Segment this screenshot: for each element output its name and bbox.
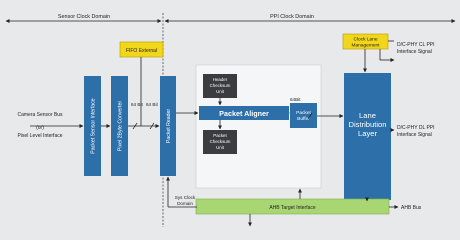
fifo-external-block: FIFO External [119, 41, 164, 58]
fifo-external-label: FIFO External [126, 48, 157, 54]
bit64-label-a: 64 Bit [131, 102, 143, 107]
packet-checksum-line1: Packet [213, 133, 227, 138]
header-checksum-line3: Unit [216, 89, 225, 94]
sys-clock-line1: Sys Clock [175, 195, 196, 200]
lane-distribution-line3: Layer [358, 129, 377, 138]
ahb-target-interface-label: AHB Target Interface [269, 205, 316, 211]
cl-ppi-line2: Interface Signal [397, 49, 432, 55]
clock-lane-label-line2: Management [352, 43, 381, 49]
packet-sensor-interface-block: Packet Sensor Interface [84, 76, 101, 176]
bit64-label-b: 64 Bit [146, 102, 158, 107]
ppi-domain-label: PPI Clock Domain [270, 14, 314, 20]
pixel-2byte-converter-block: Pixel 2Byte Converter [111, 76, 128, 176]
ahb-bus-label: AHB Bus [401, 205, 422, 211]
bus-width-marks [132, 112, 313, 130]
camera-bus-line1: Camera Sensor Bus [17, 112, 63, 118]
pixel-2byte-converter-label: Pixel 2Byte Converter [118, 101, 124, 151]
packet-buffer-line1: Packet [296, 110, 311, 116]
sensor-domain-label: Sensor Clock Domain [58, 14, 110, 20]
block-diagram: Sensor Clock Domain PPI Clock Domain FIF… [5, 13, 456, 227]
connectors [30, 40, 399, 227]
packet-checksum-line3: Unit [216, 145, 225, 150]
header-checksum-line1: Header [213, 77, 228, 82]
clock-lane-label-line1: Clock Lane [354, 37, 378, 43]
clock-lane-management-block: Clock Lane Management [342, 33, 389, 50]
packet-checksum-line2: Checksum [210, 139, 231, 144]
header-checksum-line2: Checksum [210, 83, 231, 88]
packet-reader-block: Packet Reader [160, 76, 176, 176]
packet-aligner-label: Packet Aligner [219, 109, 269, 118]
packet-checksum-unit-block: Packet Checksum Unit [203, 130, 237, 154]
sys-clock-line2: Domain [177, 201, 193, 206]
header-checksum-unit-block: Header Checksum Unit [203, 74, 237, 98]
packet-buffer-block: Packet Buffer [290, 103, 317, 128]
packet-sensor-interface-label: Packet Sensor Interface [91, 98, 97, 153]
ahb-target-interface-block: AHB Target Interface [195, 198, 390, 215]
packet-aligner-block: Packet Aligner [199, 106, 289, 120]
dl-ppi-line2: Interface Signal [397, 132, 432, 138]
lane-distribution-line2: Distribution [349, 120, 387, 129]
lane-distribution-layer-block: Lane Distribution Layer [344, 73, 391, 200]
cl-ppi-line1: D/C-PHY CL PPI [397, 42, 435, 48]
camera-bus-line3: Pixel Level Interface [17, 133, 62, 139]
packet-reader-label: Packet Reader [166, 109, 172, 144]
dl-ppi-line1: D/C-PHY DL PPI [397, 125, 435, 131]
bit64-label-c: 64Bit [290, 97, 301, 102]
packet-buffer-line2: Buffer [297, 116, 310, 122]
camera-bus-line2: (or) [36, 125, 44, 131]
lane-distribution-line1: Lane [359, 111, 376, 120]
